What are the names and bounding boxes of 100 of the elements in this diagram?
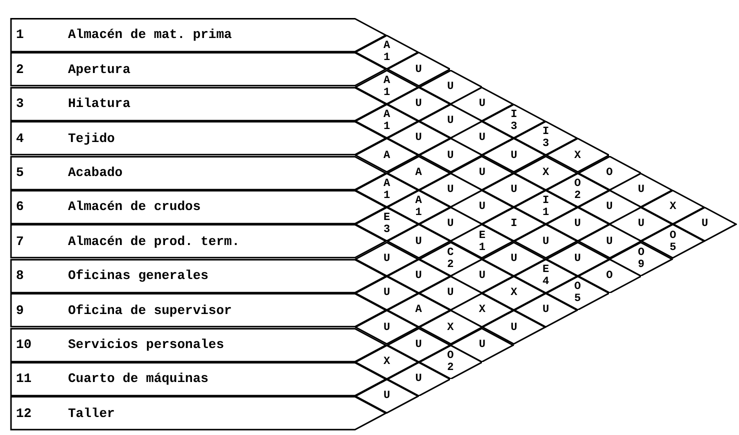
- closeness-rating: U: [478, 132, 486, 144]
- closeness-rating: A: [415, 195, 422, 208]
- reason-code: 1: [383, 121, 390, 134]
- department-number: 5: [16, 164, 25, 182]
- reason-code: 5: [670, 242, 676, 254]
- reason-code: 2: [574, 190, 581, 202]
- department-number: 6: [16, 198, 25, 216]
- closeness-rating: U: [415, 236, 422, 248]
- reason-code: 4: [542, 276, 550, 288]
- closeness-rating: U: [638, 184, 644, 196]
- reason-code: 1: [383, 86, 390, 99]
- department-number: 7: [16, 232, 25, 251]
- closeness-rating: U: [478, 270, 486, 282]
- reason-code: 1: [478, 242, 486, 254]
- closeness-rating: E: [542, 264, 550, 276]
- closeness-rating: U: [447, 115, 454, 128]
- closeness-rating: U: [415, 98, 422, 110]
- closeness-rating: U: [510, 252, 518, 265]
- closeness-rating: O: [606, 166, 613, 179]
- closeness-rating: U: [383, 390, 390, 402]
- closeness-rating: U: [510, 322, 518, 334]
- closeness-rating: U: [415, 64, 422, 76]
- closeness-rating: X: [574, 150, 581, 162]
- closeness-rating: U: [638, 218, 644, 230]
- closeness-rating: I: [510, 218, 518, 230]
- reason-code: 9: [638, 258, 644, 271]
- closeness-rating: X: [510, 287, 518, 300]
- closeness-rating: A: [383, 109, 390, 122]
- closeness-rating: U: [510, 184, 518, 196]
- closeness-rating: U: [447, 218, 454, 230]
- closeness-rating: E: [383, 212, 390, 224]
- closeness-rating: U: [415, 132, 422, 144]
- department-number: 8: [16, 267, 25, 286]
- closeness-rating: U: [478, 338, 486, 351]
- closeness-rating: O: [574, 178, 581, 190]
- reason-code: 1: [383, 190, 390, 202]
- closeness-rating: U: [415, 338, 422, 351]
- closeness-rating: I: [510, 109, 518, 122]
- closeness-rating: A: [383, 40, 390, 52]
- department-number: 2: [16, 60, 25, 79]
- department-name: Almacén de prod. term.: [68, 232, 240, 251]
- closeness-rating: U: [478, 166, 486, 179]
- department-name: Taller: [68, 404, 115, 423]
- closeness-rating: X: [478, 304, 486, 316]
- department-number: 1: [16, 26, 25, 44]
- department-name: Servicios personales: [68, 336, 224, 354]
- reason-code: 1: [542, 207, 550, 220]
- closeness-rating: O: [670, 230, 676, 242]
- closeness-rating: U: [606, 201, 613, 214]
- closeness-rating: U: [574, 252, 581, 265]
- department-name: Oficina de supervisor: [68, 302, 232, 320]
- closeness-rating: A: [383, 74, 390, 87]
- department-name: Oficinas generales: [68, 267, 208, 286]
- department-number: 12: [16, 404, 33, 423]
- department-name: Tejido: [68, 130, 115, 148]
- closeness-rating: X: [670, 201, 676, 214]
- reason-code: 1: [383, 52, 390, 64]
- department-number: 4: [16, 130, 25, 148]
- closeness-rating: U: [447, 287, 454, 300]
- closeness-rating: U: [383, 287, 390, 300]
- closeness-rating: X: [542, 166, 550, 179]
- closeness-rating: E: [478, 230, 486, 242]
- reason-code: 1: [415, 207, 422, 220]
- closeness-rating: U: [383, 252, 390, 265]
- closeness-rating: U: [447, 184, 454, 196]
- reason-code: 3: [542, 138, 550, 150]
- closeness-rating: U: [415, 373, 422, 386]
- closeness-rating: U: [447, 150, 454, 162]
- reason-code: 2: [447, 362, 454, 374]
- closeness-rating: U: [574, 218, 581, 230]
- closeness-rating: U: [415, 270, 422, 282]
- closeness-rating: I: [542, 126, 550, 138]
- closeness-rating: O: [574, 281, 581, 294]
- closeness-rating: U: [542, 304, 550, 316]
- department-number: 11: [16, 370, 33, 388]
- closeness-rating: U: [701, 218, 708, 230]
- closeness-rating: U: [478, 98, 486, 110]
- department-name: Acabado: [68, 164, 123, 182]
- reason-code: 3: [383, 224, 390, 236]
- closeness-rating: C: [447, 246, 454, 259]
- reason-code: 2: [447, 258, 454, 271]
- closeness-rating: O: [638, 246, 644, 259]
- closeness-rating: U: [478, 201, 486, 214]
- closeness-rating: A: [383, 178, 390, 190]
- department-number: 3: [16, 95, 25, 114]
- department-name: Apertura: [68, 60, 130, 79]
- closeness-rating: U: [542, 236, 550, 248]
- closeness-rating: I: [542, 195, 550, 208]
- reason-code: 5: [574, 293, 581, 306]
- closeness-rating: U: [510, 150, 518, 162]
- closeness-rating: U: [383, 322, 390, 334]
- closeness-rating: A: [415, 166, 422, 179]
- department-name: Cuarto de máquinas: [68, 370, 208, 388]
- department-number: 9: [16, 302, 25, 320]
- department-name: Almacén de crudos: [68, 198, 201, 216]
- department-number: 10: [16, 336, 33, 354]
- closeness-rating: O: [606, 270, 613, 282]
- closeness-rating: U: [606, 236, 613, 248]
- closeness-rating: A: [415, 304, 422, 316]
- closeness-rating: A: [383, 150, 390, 162]
